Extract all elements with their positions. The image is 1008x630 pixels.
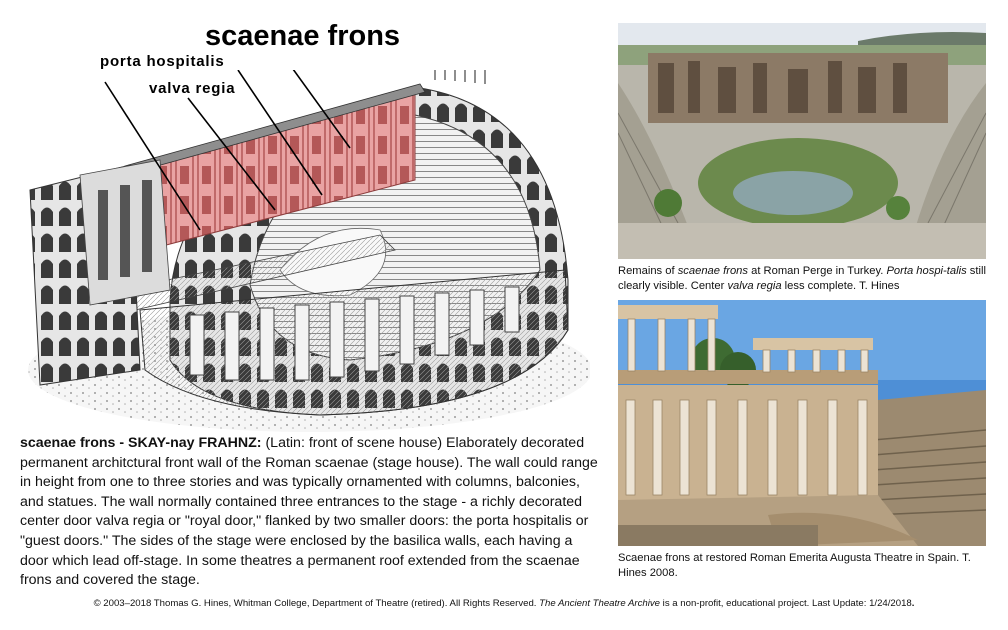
caption-perge-italic-3: valva regia: [727, 280, 782, 292]
definition-text: scaenae frons - SKAY-nay FRAHNZ: (Latin:…: [20, 434, 600, 591]
caption-emerita: Scaenae frons at restored Roman Emerita …: [618, 552, 971, 579]
footer-archive-name: The Ancient Theatre Archive: [539, 598, 661, 609]
caption-perge-text-1: Remains of: [618, 265, 678, 277]
photo-emerita-augusta-theatre: [618, 300, 986, 546]
caption-perge-text-3: still clearly visible. Center: [618, 265, 986, 292]
copyright-footer: © 2003–2018 Thomas G. Hines, Whitman Col…: [0, 598, 1008, 609]
footer-text-1: © 2003–2018 Thomas G. Hines, Whitman Col…: [93, 598, 540, 609]
definition-body: (Latin: front of scene house) Elaboratel…: [20, 435, 598, 589]
theatre-cutaway-illustration: [28, 70, 590, 432]
label-scaenae-frons: scaenae frons: [205, 20, 401, 52]
label-porta-hospitalis: porta hospitalis: [100, 53, 225, 70]
caption-perge-text-2: at Roman Perge in Turkey.: [747, 265, 887, 277]
footer-end: .: [911, 598, 915, 609]
caption-perge-italic-1: scaenae frons: [677, 265, 748, 277]
label-valva-regia: valva regia: [149, 80, 236, 97]
footer-text-2: is a non-profit, educational project. La…: [660, 598, 912, 609]
definition-term: scaenae frons - SKAY-nay FRAHNZ:: [20, 435, 262, 451]
caption-perge: Remains of scaenae frons at Roman Perge …: [618, 264, 990, 294]
caption-perge-text-4: less complete. T. Hines: [781, 280, 900, 292]
photo-perge-ruins: [618, 23, 986, 259]
caption-perge-italic-2: Porta hospi-talis: [886, 265, 967, 277]
